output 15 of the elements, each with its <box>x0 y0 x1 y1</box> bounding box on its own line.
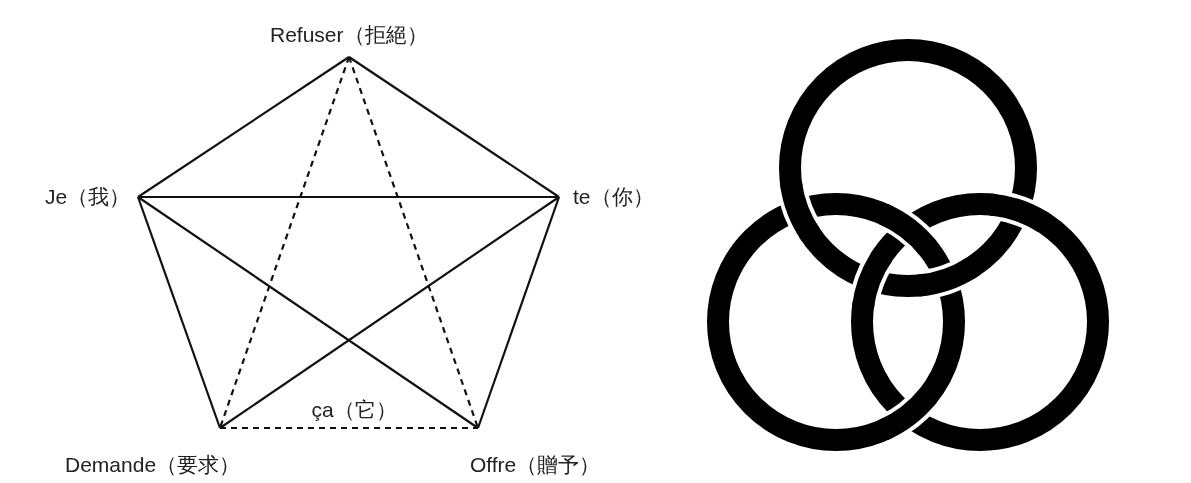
dashed-line <box>347 56 480 429</box>
line <box>219 196 560 429</box>
vertex-label: Je（我） <box>45 185 139 209</box>
line <box>138 195 559 199</box>
dashed-line <box>220 426 478 430</box>
line <box>137 196 479 429</box>
vertex-label: Refuser（拒絕） <box>270 23 428 57</box>
line <box>136 196 222 429</box>
line <box>348 56 560 198</box>
vertex-label: te（你） <box>559 185 654 209</box>
line <box>476 196 561 429</box>
vertex-label: Demande（要求） <box>65 428 241 477</box>
dashed-line <box>218 56 351 429</box>
line <box>137 56 350 198</box>
vertex-label: Offre（贈予） <box>470 428 601 477</box>
